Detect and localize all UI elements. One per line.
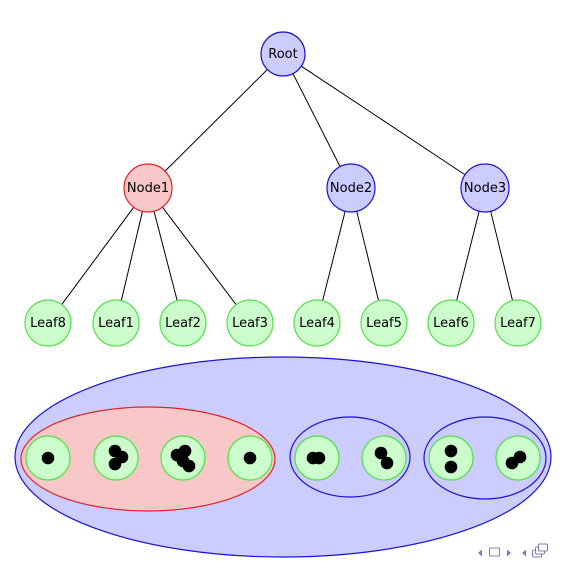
cluster-leaf2-dot-4 <box>182 459 196 473</box>
leaf5-circle <box>360 299 408 347</box>
leaf-node-3: Leaf3 <box>226 299 274 347</box>
leaf-node-5: Leaf5 <box>360 299 408 347</box>
prev-arrow-icon[interactable] <box>478 549 482 557</box>
leaf-node-7: Leaf7 <box>494 299 542 347</box>
internal-node-1: Node1 <box>123 163 173 213</box>
next-arrow-icon[interactable] <box>507 549 511 557</box>
cluster-leaf1-dot-3 <box>115 450 129 464</box>
node3-circle <box>460 163 510 213</box>
edge-node1-leaf2 <box>153 211 178 301</box>
node1-circle <box>123 163 173 213</box>
leaf-node-2: Leaf2 <box>159 299 207 347</box>
leaf8-circle <box>24 299 72 347</box>
leaf4-label: Leaf4 <box>299 316 335 331</box>
navigation-bar[interactable] <box>478 543 548 558</box>
cluster-leaf5-dot-1 <box>374 446 388 460</box>
cluster-leaf6-circle <box>428 435 474 481</box>
cluster-view <box>14 356 552 558</box>
edge-node3-leaf7 <box>490 211 514 301</box>
tree-edges <box>61 65 514 305</box>
node3-label: Node3 <box>464 181 506 196</box>
leaf-node-1: Leaf1 <box>92 299 140 347</box>
leaf2-label: Leaf2 <box>165 316 201 331</box>
leaf3-label: Leaf3 <box>232 316 268 331</box>
edge-node1-leaf8 <box>61 206 135 305</box>
leaf1-circle <box>92 299 140 347</box>
leaf4-circle <box>293 299 341 347</box>
leaf3-circle <box>226 299 274 347</box>
leaf-node-4: Leaf4 <box>293 299 341 347</box>
edge-node2-leaf4 <box>322 211 346 301</box>
cluster-leaf5-dot-2 <box>380 456 394 470</box>
back-icon[interactable] <box>522 549 526 557</box>
leaf2-circle <box>159 299 207 347</box>
cluster-leaf8-dot-1 <box>41 451 55 465</box>
cluster-leaf2-dot-2 <box>178 444 192 458</box>
cluster-leaf7-dot-2 <box>513 450 527 464</box>
root-node-circle <box>260 31 306 77</box>
cluster-leaf-circles <box>25 435 541 481</box>
edge-node2-leaf5 <box>356 211 380 301</box>
node2-label: Node2 <box>330 181 372 196</box>
edge-node1-leaf3 <box>162 206 237 305</box>
edge-node1-leaf1 <box>120 211 143 301</box>
leaf6-circle <box>427 299 475 347</box>
cluster-leaf6-dot-2 <box>444 460 458 474</box>
cluster-leaf6-dot-1 <box>444 444 458 458</box>
node2-circle <box>326 163 376 213</box>
leaf7-label: Leaf7 <box>500 316 536 331</box>
edge-root-node1 <box>164 69 268 172</box>
leaf6-label: Leaf6 <box>433 316 469 331</box>
edge-root-node2 <box>292 73 341 167</box>
leaf5-label: Leaf5 <box>366 316 402 331</box>
leaf-node-6: Leaf6 <box>427 299 475 347</box>
edge-node3-leaf6 <box>456 211 480 301</box>
root-node: Root <box>260 31 306 77</box>
node1-label: Node1 <box>127 181 169 196</box>
internal-node-2: Node2 <box>326 163 376 213</box>
node1-cluster-ellipse <box>20 406 276 512</box>
leaf1-label: Leaf1 <box>98 316 134 331</box>
leaf-node-8: Leaf8 <box>24 299 72 347</box>
leaf8-label: Leaf8 <box>30 316 66 331</box>
sections-icon[interactable] <box>532 543 548 558</box>
edge-root-node3 <box>301 65 466 176</box>
cluster-leaf4-dot-2 <box>312 451 326 465</box>
internal-node-3: Node3 <box>460 163 510 213</box>
frame-icon[interactable] <box>489 547 500 557</box>
root-node-label: Root <box>268 47 297 62</box>
cluster-leaf3-dot-1 <box>243 451 257 465</box>
leaf7-circle <box>494 299 542 347</box>
